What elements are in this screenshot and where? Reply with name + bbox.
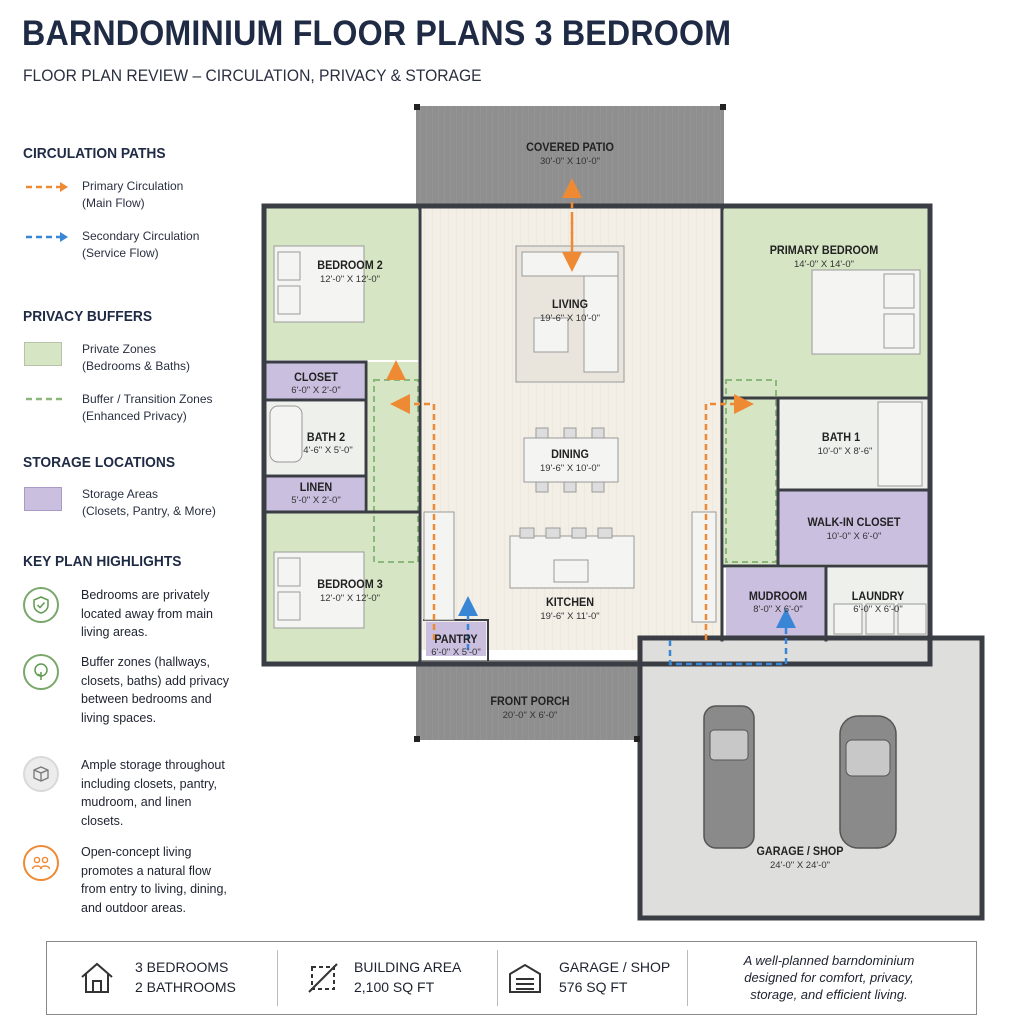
footer-divider xyxy=(497,950,498,1006)
room-dim-primary-bedroom: 14'-0" X 14'-0" xyxy=(793,259,854,270)
private-zone-label: Private Zones(Bedrooms & Baths) xyxy=(82,342,191,373)
people-icon xyxy=(23,845,59,881)
footer-divider xyxy=(277,950,278,1006)
room-dim-linen: 5'-0" X 2'-0" xyxy=(291,495,341,506)
room-dim-pantry: 6'-0" X 5'-0" xyxy=(431,647,481,658)
garage-zone xyxy=(642,640,980,916)
room-label-bath1: BATH 1 xyxy=(821,430,861,444)
room-label-mudroom: MUDROOM xyxy=(748,589,808,603)
room-label-bedroom2: BEDROOM 2 xyxy=(317,258,383,272)
room-dim-dining: 19'-6" X 10'-0" xyxy=(539,463,600,474)
room-dim-bedroom3: 12'-0" X 12'-0" xyxy=(319,593,380,604)
secondary-circulation-swatch xyxy=(26,232,68,242)
room-dim-closet: 6'-0" X 2'-0" xyxy=(291,385,341,396)
privacy-heading: PRIVACY BUFFERS xyxy=(23,308,153,325)
room-label-pantry: PANTRY xyxy=(434,632,478,646)
room-label-laundry: LAUNDRY xyxy=(851,589,905,603)
room-dim-walkin-closet: 10'-0" X 6'-0" xyxy=(826,531,882,542)
room-label-primary-bedroom: PRIMARY BEDROOM xyxy=(769,243,879,257)
private-zone-swatch xyxy=(24,342,62,366)
page-title: BARNDOMINIUM FLOOR PLANS 3 BEDROOM xyxy=(22,14,732,53)
footer-quote: A well-planned barndominium designed for… xyxy=(743,953,915,1002)
room-label-kitchen: KITCHEN xyxy=(545,595,595,609)
footer-divider xyxy=(687,950,688,1006)
highlight-text-2: Buffer zones (hallways, closets, baths) … xyxy=(81,655,229,725)
circulation-heading: CIRCULATION PATHS xyxy=(23,145,166,162)
secondary-circulation-label: Secondary Circulation(Service Flow) xyxy=(82,229,200,260)
garage-icon xyxy=(509,963,541,993)
right-buffer-zone xyxy=(724,398,778,566)
room-label-linen: LINEN xyxy=(299,480,333,494)
room-label-bath2: BATH 2 xyxy=(306,430,346,444)
area-icon xyxy=(308,963,338,993)
shield-check-icon xyxy=(23,587,59,623)
walkin-closet-zone xyxy=(778,490,928,564)
floor-plan xyxy=(261,104,985,921)
buffer-zone-swatch xyxy=(26,397,66,401)
room-label-front-porch: FRONT PORCH xyxy=(490,694,570,708)
highlight-text-4: Open-concept living promotes a natural f… xyxy=(81,845,227,915)
front-porch-area xyxy=(416,660,640,740)
storage-heading: STORAGE LOCATIONS xyxy=(23,454,176,471)
room-label-bedroom3: BEDROOM 3 xyxy=(317,577,383,591)
tree-icon xyxy=(23,654,59,690)
highlight-text-3: Ample storage throughout including close… xyxy=(81,758,225,828)
room-label-covered-patio: COVERED PATIO xyxy=(526,140,614,154)
room-dim-garage: 24'-0" X 24'-0" xyxy=(769,860,830,871)
primary-circulation-label: Primary Circulation(Main Flow) xyxy=(82,179,184,210)
room-dim-laundry: 6'-0" X 6'-0" xyxy=(853,604,903,615)
linen-zone xyxy=(266,476,364,512)
room-label-living: LIVING xyxy=(551,297,588,311)
room-label-dining: DINING xyxy=(551,447,589,461)
pantry-zone xyxy=(426,622,486,656)
house-icon xyxy=(81,962,113,993)
room-dim-mudroom: 8'-0" X 6'-0" xyxy=(753,604,803,615)
buffer-zone-label: Buffer / Transition Zones(Enhanced Priva… xyxy=(82,392,213,423)
room-label-walkin-closet: WALK-IN CLOSET xyxy=(807,515,901,529)
highlights-heading: KEY PLAN HIGHLIGHTS xyxy=(23,553,182,570)
room-dim-kitchen: 19'-6" X 11'-0" xyxy=(540,611,600,622)
room-dim-bath2: 4'-6" X 5'-0" xyxy=(303,445,353,456)
closet-zone xyxy=(266,362,364,400)
room-label-garage: GARAGE / SHOP xyxy=(756,844,844,858)
primary-circulation-swatch xyxy=(26,182,68,192)
highlight-text-1: Bedrooms are privately located away from… xyxy=(81,588,214,639)
room-dim-bath1: 10'-0" X 8'-6" xyxy=(817,446,873,457)
page-subtitle: FLOOR PLAN REVIEW – CIRCULATION, PRIVACY… xyxy=(23,66,482,85)
room-dim-bedroom2: 12'-0" X 12'-0" xyxy=(319,274,380,285)
room-dim-living: 19'-6" X 10'-0" xyxy=(539,313,600,324)
storage-swatch xyxy=(24,487,62,511)
storage-label: Storage Areas(Closets, Pantry, & More) xyxy=(82,487,216,518)
box-icon xyxy=(23,756,59,792)
room-label-closet: CLOSET xyxy=(294,370,338,384)
room-dim-covered-patio: 30'-0" X 10'-0" xyxy=(539,156,600,167)
room-dim-front-porch: 20'-0" X 6'-0" xyxy=(502,710,558,721)
